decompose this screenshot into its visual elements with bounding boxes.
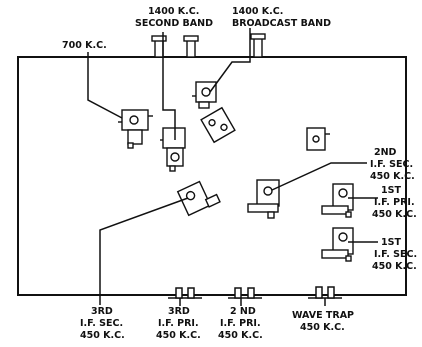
label-700kc: 700 K.C. — [62, 40, 107, 51]
coil-right-upper — [306, 127, 330, 151]
label-1400kc-second-l1: 1400 K.C. — [148, 6, 199, 17]
label-2nd-if-pri-l3: 450 K.C. — [218, 330, 263, 341]
label-2nd-if-sec-l2: I.F. SEC. — [370, 159, 413, 170]
leader-1400kc-second-band — [162, 32, 176, 140]
bottom-terminal-3rd-if-pri — [166, 287, 204, 306]
coil-oscillator-tilted — [200, 106, 236, 144]
label-1st-if-pri-l2: I.F. PRI. — [374, 197, 415, 208]
coil-2nd-if-sec — [247, 179, 280, 219]
label-3rd-if-sec-l1: 3RD — [91, 306, 113, 317]
label-1st-if-sec-l3: 450 K.C. — [372, 261, 417, 272]
label-3rd-if-pri-l2: I.F. PRI. — [158, 318, 199, 329]
label-3rd-if-sec-l2: I.F. SEC. — [80, 318, 123, 329]
coil-3rd-if-sec — [176, 180, 221, 217]
label-2nd-if-pri-l2: I.F. PRI. — [220, 318, 261, 329]
label-3rd-if-pri-l3: 450 K.C. — [156, 330, 201, 341]
label-2nd-if-sec-l3: 450 K.C. — [370, 171, 415, 182]
coil-1st-if-sec — [321, 227, 354, 262]
bottom-terminal-wave-trap — [306, 286, 344, 306]
coil-1st-if-pri — [321, 183, 354, 218]
top-terminal-middle — [183, 35, 199, 58]
label-1400kc-broadcast-l2: BROADCAST BAND — [232, 18, 331, 29]
leader-1400kc-broadcast-band — [209, 28, 251, 93]
label-1400kc-second-l2: SECOND BAND — [135, 18, 213, 29]
top-terminal-right — [250, 33, 266, 58]
label-3rd-if-sec-l3: 450 K.C. — [80, 330, 125, 341]
label-wave-trap-l1: WAVE TRAP — [292, 310, 354, 321]
coil-700kc — [118, 109, 153, 149]
top-terminal-left — [151, 35, 167, 58]
coil-1400kc-broadcast-band — [192, 81, 217, 109]
label-1400kc-broadcast-l1: 1400 K.C. — [232, 6, 283, 17]
bottom-terminal-2nd-if-pri — [226, 287, 264, 306]
label-1st-if-pri-l3: 450 K.C. — [372, 209, 417, 220]
label-2nd-if-sec-l1: 2ND — [374, 147, 397, 158]
label-wave-trap-l2: 450 K.C. — [300, 322, 345, 333]
label-1st-if-sec-l2: I.F. SEC. — [374, 249, 417, 260]
leader-700kc — [87, 52, 123, 119]
label-1st-if-sec-l1: 1ST — [381, 237, 401, 248]
label-3rd-if-pri-l1: 3RD — [168, 306, 190, 317]
leader-2nd-if-sec — [271, 162, 367, 191]
label-1st-if-pri-l1: 1ST — [381, 185, 401, 196]
coil-1400kc-second-band — [160, 127, 186, 172]
chassis-outline — [17, 56, 407, 296]
leader-3rd-if-sec — [99, 197, 189, 305]
label-2nd-if-pri-l1: 2 ND — [230, 306, 256, 317]
